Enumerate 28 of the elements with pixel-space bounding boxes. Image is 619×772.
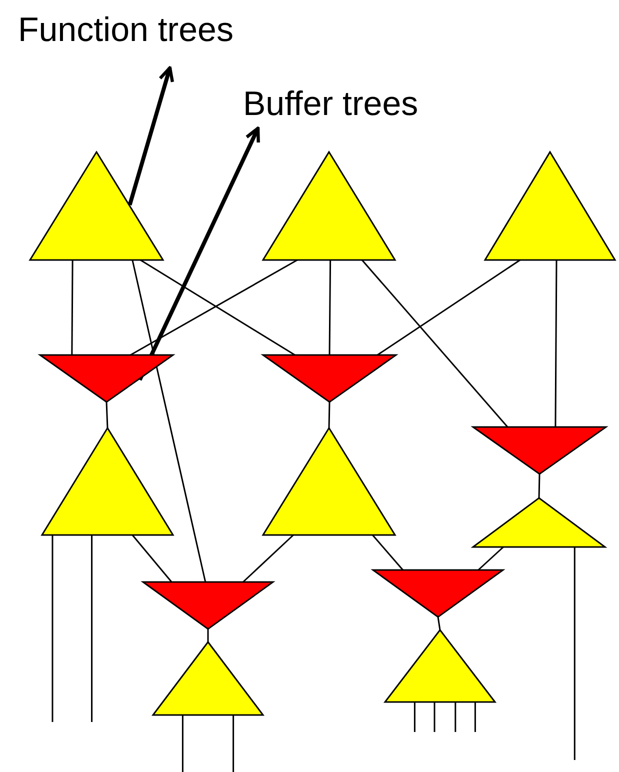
- output-wire: [414, 702, 416, 732]
- connector-line: [538, 474, 540, 498]
- output-wire: [232, 715, 234, 772]
- connector-line: [207, 629, 209, 642]
- connector-line: [437, 616, 441, 630]
- leader-arrow: [128, 66, 174, 206]
- output-wire: [182, 715, 184, 772]
- output-wire: [91, 535, 93, 722]
- connector-line: [132, 534, 172, 582]
- connector-line: [328, 402, 330, 428]
- connector-line: [554, 260, 558, 427]
- output-wire: [434, 702, 436, 732]
- connector-line: [328, 260, 332, 355]
- annotation-text: Buffer trees: [243, 84, 418, 125]
- connector-line: [132, 260, 206, 582]
- output-wire: [52, 535, 54, 722]
- output-wire: [574, 547, 576, 760]
- connector-line: [71, 260, 74, 355]
- annotation-text: Function trees: [18, 10, 234, 51]
- connector-line: [242, 534, 294, 583]
- leader-arrow: [138, 126, 260, 381]
- connector-line: [376, 259, 521, 356]
- connector-line: [106, 402, 108, 428]
- connector-line: [478, 546, 504, 571]
- connector-line: [372, 534, 404, 570]
- output-wire: [454, 702, 456, 732]
- connector-line: [361, 260, 508, 428]
- output-wire: [474, 702, 476, 732]
